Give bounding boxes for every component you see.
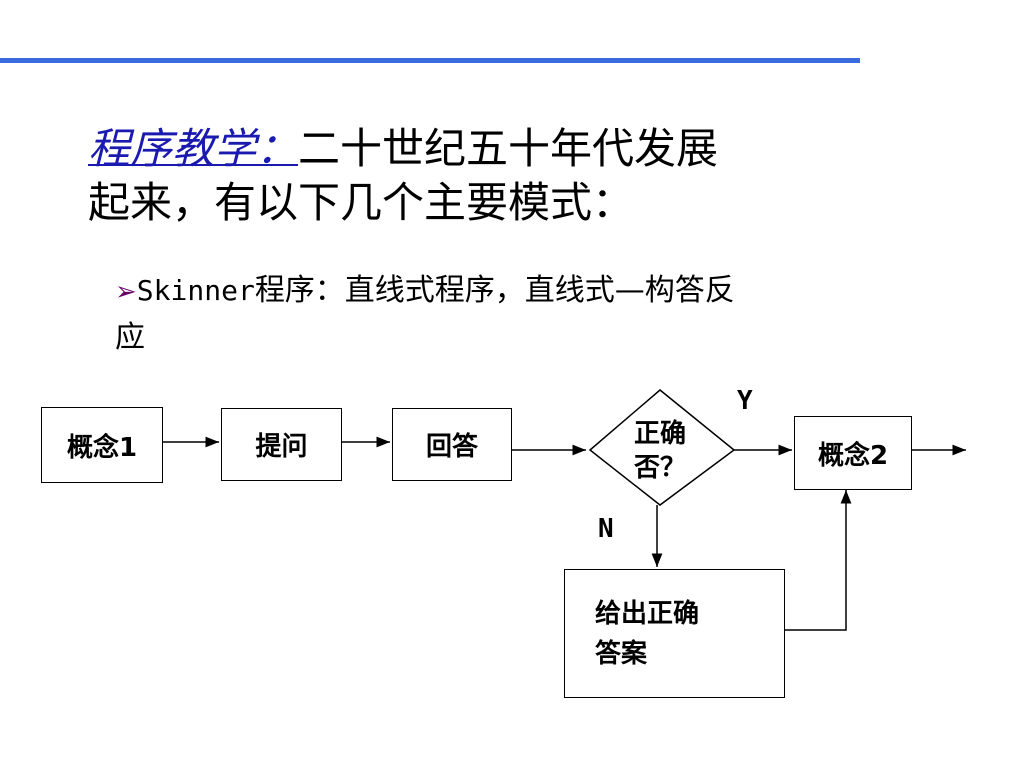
decision-label: 正确 否？ [634,417,686,485]
slide-title: 程序教学：二十世纪五十年代发展 起来，有以下几个主要模式： [88,122,888,230]
bullet-text-line2: 应 [115,320,145,355]
node-answer: 回答 [392,408,512,481]
bullet-arrow-icon: ➢ [115,277,137,307]
node-question: 提问 [221,408,342,481]
decision-label-line1: 正确 [634,419,687,449]
node-give-answer-line1: 给出正确 [595,598,700,629]
title-line2: 起来，有以下几个主要模式： [88,178,635,227]
title-lead: 程序教学： [88,124,299,173]
title-rest-line1: 二十世纪五十年代发展 [298,124,719,173]
node-give-answer: 给出正确 答案 [564,569,785,698]
header-rule [0,58,860,63]
node-concept1: 概念1 [41,407,163,483]
node-give-answer-line2: 答案 [595,638,648,669]
node-concept2: 概念2 [794,416,912,490]
edge-node5-node4 [785,490,852,631]
decision-diamond [588,389,736,506]
yes-label: Y [737,386,753,416]
no-label: N [598,514,614,544]
decision-label-line2: 否？ [634,453,687,483]
bullet-item: ➢Skinner程序：直线式程序，直线式—构答反 应 [115,268,945,361]
bullet-text-line1: 程序：直线式程序，直线式—构答反 [254,273,735,308]
bullet-latin: Skinner [136,274,255,307]
